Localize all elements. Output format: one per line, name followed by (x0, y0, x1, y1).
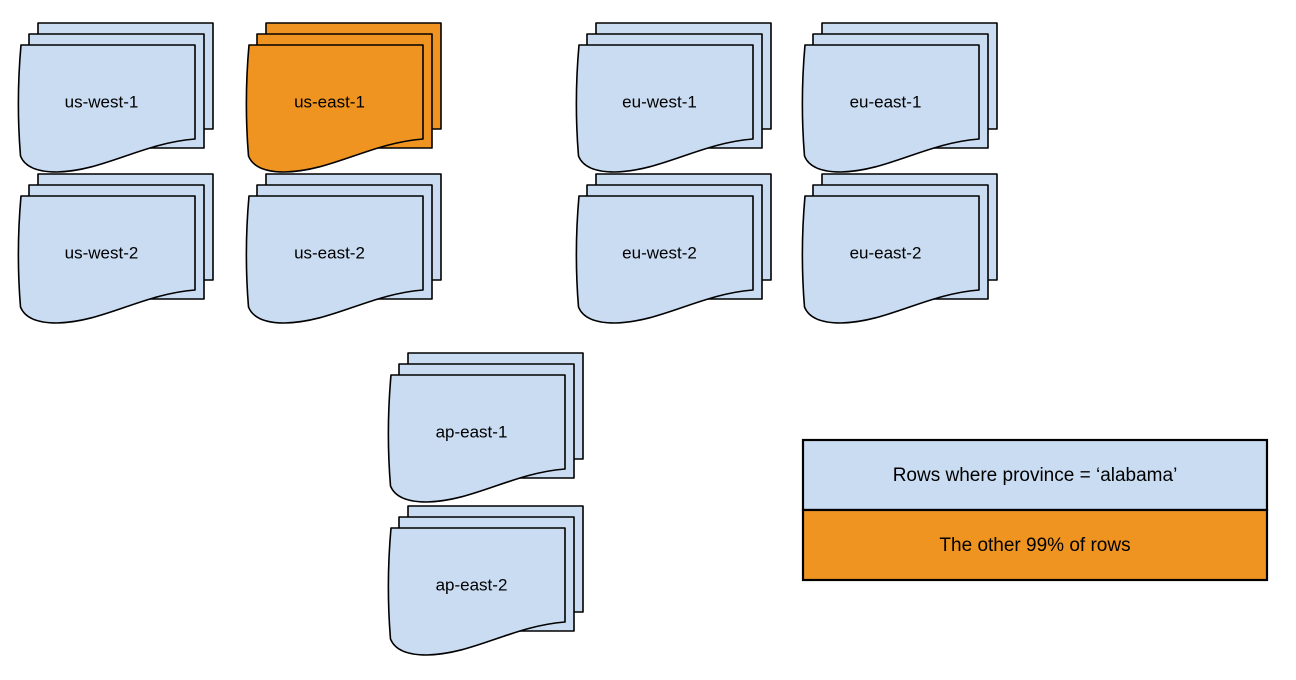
region-document-front (245, 44, 424, 173)
legend-rows-alabama-label: Rows where province = ‘alabama’ (893, 465, 1178, 486)
region-document-front (245, 195, 424, 324)
region-label: eu-west-1 (622, 92, 697, 111)
region-stack-eu-west-2[interactable]: eu-west-2 (575, 173, 772, 324)
region-document-front (17, 195, 196, 324)
region-stack-eu-east-1[interactable]: eu-east-1 (801, 22, 998, 173)
region-stack-us-east-1[interactable]: us-east-1 (245, 22, 442, 173)
region-document-front (17, 44, 196, 173)
region-stack-us-west-1[interactable]: us-west-1 (17, 22, 214, 173)
region-label: us-east-2 (294, 243, 365, 262)
legend-rows-alabama[interactable]: Rows where province = ‘alabama’ (801, 438, 1269, 512)
legend-rows-alabama-swatch (801, 438, 1269, 512)
region-document-front (801, 195, 980, 324)
region-label: eu-east-2 (850, 243, 922, 262)
region-stack-eu-west-1[interactable]: eu-west-1 (575, 22, 772, 173)
region-stack-us-west-2[interactable]: us-west-2 (17, 173, 214, 324)
region-label: us-west-2 (65, 243, 139, 262)
region-stack-eu-east-2[interactable]: eu-east-2 (801, 173, 998, 324)
legend-group: Rows where province = ‘alabama’ The other… (801, 438, 1269, 582)
region-stacks-group: us-west-1 us-east-1 eu-west-1 eu-east-1 us-w… (17, 22, 998, 656)
region-label: ap-east-2 (436, 575, 508, 594)
region-document-front (575, 44, 754, 173)
region-label: eu-west-2 (622, 243, 697, 262)
region-document-front (575, 195, 754, 324)
region-label: eu-east-1 (850, 92, 922, 111)
legend-other-rows-label: The other 99% of rows (939, 535, 1130, 556)
region-document-front (387, 527, 566, 656)
region-stack-ap-east-2[interactable]: ap-east-2 (387, 505, 584, 656)
region-document-front (801, 44, 980, 173)
region-label: ap-east-1 (436, 422, 508, 441)
region-document-front (387, 374, 566, 503)
region-label: us-west-1 (65, 92, 139, 111)
legend-other-rows-swatch (801, 508, 1269, 582)
region-label: us-east-1 (294, 92, 365, 111)
legend-other-rows[interactable]: The other 99% of rows (801, 508, 1269, 582)
region-stack-us-east-2[interactable]: us-east-2 (245, 173, 442, 324)
region-stack-ap-east-1[interactable]: ap-east-1 (387, 352, 584, 503)
